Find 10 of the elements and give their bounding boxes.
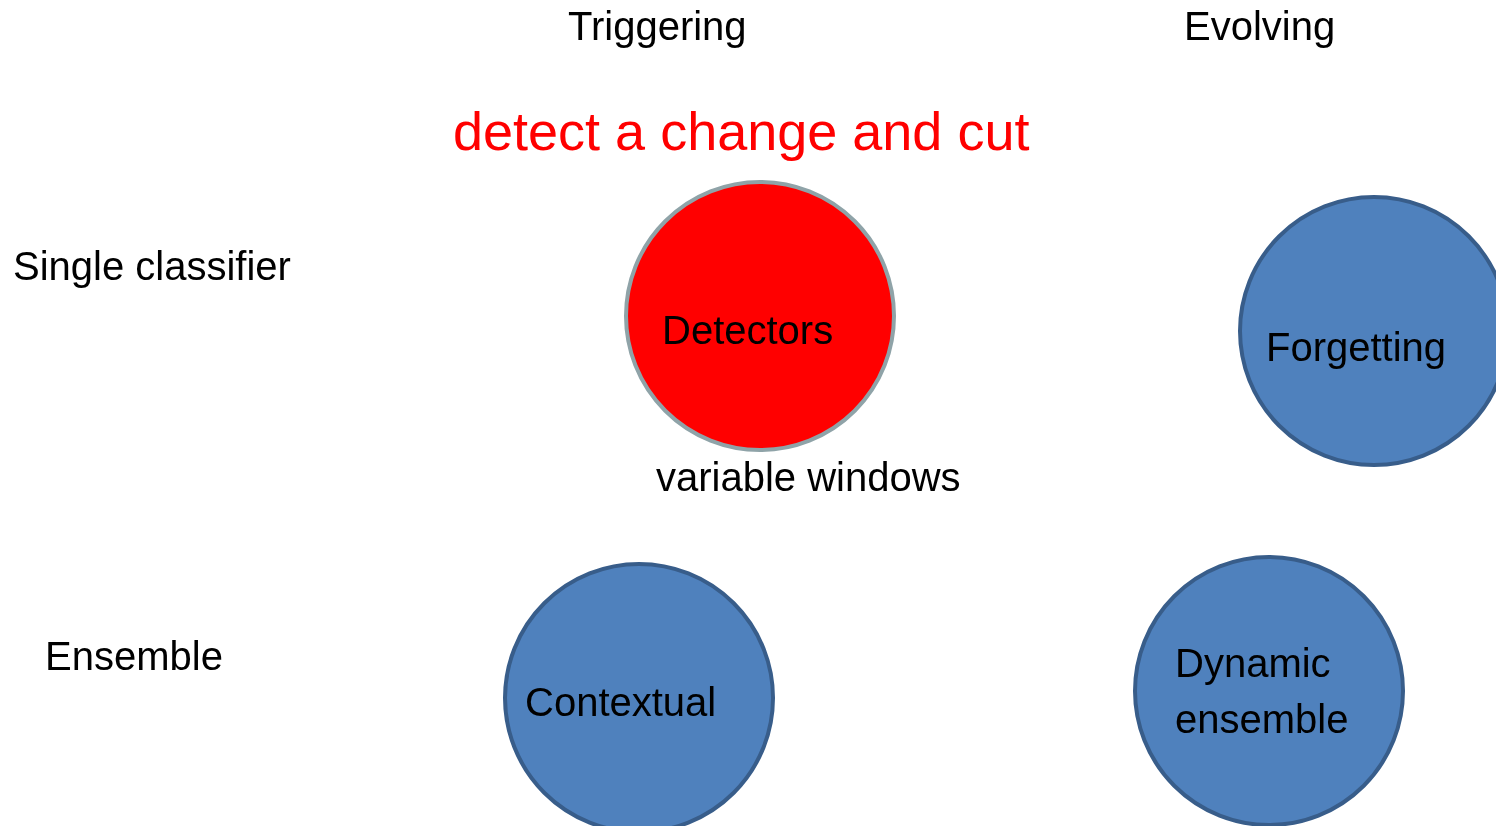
node-label: Dynamic ensemble: [1175, 640, 1350, 743]
label-text: Triggering: [568, 4, 747, 49]
node-caption: variable windows: [656, 455, 961, 500]
node-label: Detectors: [662, 307, 835, 354]
node-label: Contextual: [525, 679, 718, 726]
label-text: Single classifier: [13, 244, 291, 289]
label-text: Ensemble: [45, 634, 223, 679]
label-text: Evolving: [1184, 4, 1336, 49]
label-text: detect a change and cut: [453, 100, 1030, 162]
node-label: Forgetting: [1266, 324, 1448, 371]
